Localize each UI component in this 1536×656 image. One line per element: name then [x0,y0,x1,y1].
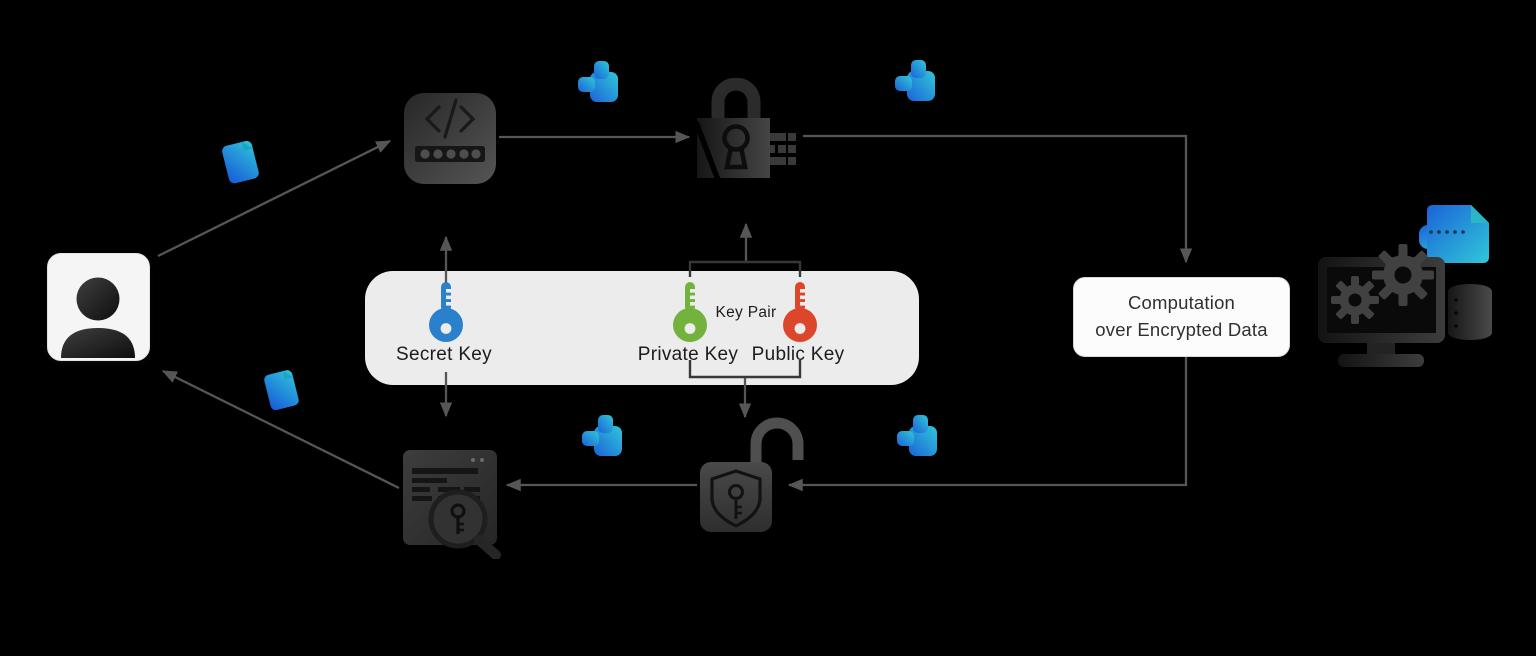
secret-key-label: Secret Key [396,344,492,365]
tilted-document-icon [262,367,303,414]
database-icon [1448,284,1492,340]
data-bars [770,133,796,165]
arrow-lock-to-computation [803,134,1193,264]
private-key-icon [668,281,712,343]
person-glyph [61,277,135,358]
keypair-bracket-top [688,260,802,277]
puzzle-piece-icon [896,414,940,460]
public-key-label: Public Key [751,344,845,365]
computation-line2: over Encrypted Data [1095,319,1268,340]
doc-fold [241,141,253,151]
public-key-icon [778,281,822,343]
arrow-viewer-to-user [161,369,400,490]
key-pair-label: Key Pair [715,304,777,321]
arrow-user-to-encoder [157,139,392,258]
puzzle-piece-icon [577,60,621,106]
shield-key-icon [690,408,812,536]
puzzle-piece-icon [894,59,938,105]
user-icon [47,253,150,361]
secret-key-icon [424,281,468,343]
keypair-bracket-bottom [688,360,802,379]
gear-icon [1331,244,1434,324]
encrypted-file-icon [1419,205,1489,263]
puzzle-piece-icon [581,414,625,460]
shield-key-glyph [728,484,744,519]
computer-gears-icon [1315,195,1500,370]
padlock-data-icon [690,78,808,183]
password-dots [420,149,481,159]
computation-line1: Computation [1127,292,1236,314]
file-fold [1471,205,1489,223]
window-dots [471,458,484,462]
tilted-document-icon [219,138,262,187]
doc-fold [282,371,294,380]
lock-shackle [711,78,761,120]
result-viewer-icon [400,447,505,559]
magnifier-key [428,489,501,559]
keyhole [722,124,750,170]
open-shackle [750,417,804,468]
code-password-icon [404,93,496,184]
shield-outline [710,469,762,528]
code-glyph [424,98,476,139]
computation-box: Computation over Encrypted Data [1073,277,1290,357]
private-key-label: Private Key [637,344,739,365]
lock-slash [693,121,721,181]
arrow-computation-to-shield [787,357,1188,492]
